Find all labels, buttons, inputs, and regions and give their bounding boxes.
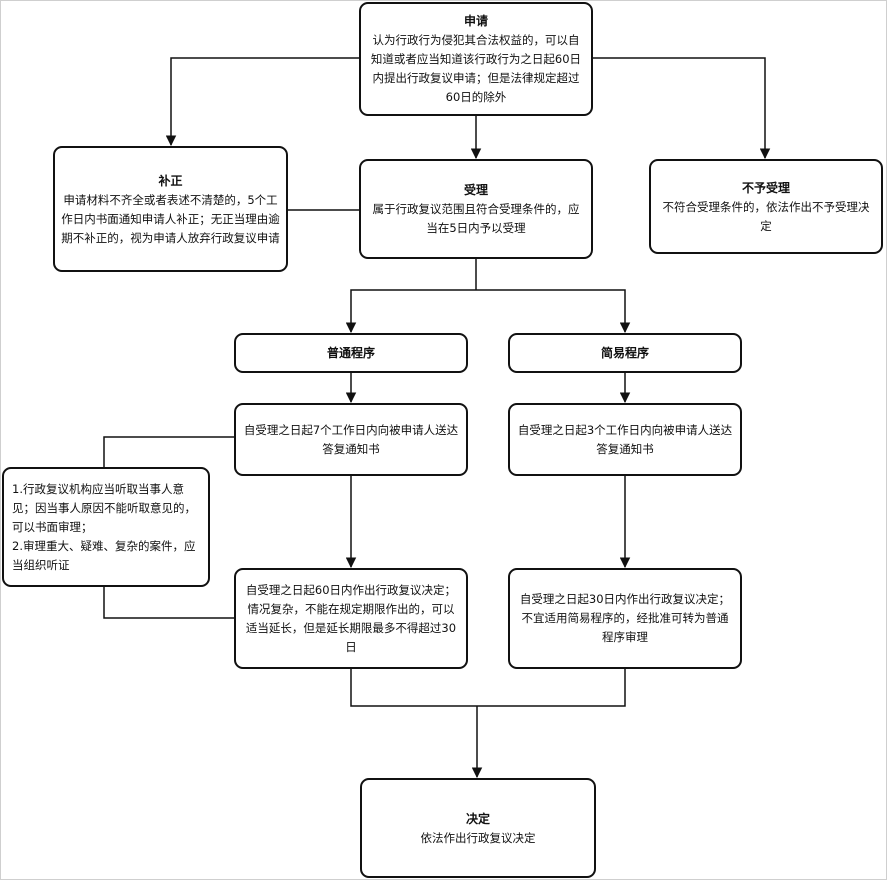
simple-decide-body: 自受理之日起30日内作出行政复议决定；不宜适用简易程序的，经批准可转为普通程序审… — [519, 592, 731, 644]
correct-body: 申请材料不齐全或者表述不清楚的，5个工作日内书面通知申请人补正；无正当理由逾期不… — [61, 192, 280, 245]
reject-node: 不予受理 不符合受理条件的，依法作出不予受理决定 — [649, 159, 883, 254]
arrow-apply-to-correct — [165, 57, 360, 147]
arrow-apply-to-reject — [592, 57, 771, 160]
accept-title: 受理 — [463, 183, 488, 197]
line-normal-decide-merge — [350, 668, 477, 707]
normal-notify-node: 自受理之日起7个工作日内向被申请人送达答复通知书 — [234, 403, 468, 476]
simple-notify-body: 自受理之日起3个工作日内向被申请人送达答复通知书 — [517, 422, 733, 456]
final-body: 依法作出行政复议决定 — [420, 830, 536, 845]
link-notify-hearing — [103, 436, 234, 467]
line-simple-decide-merge — [477, 668, 626, 707]
hearing-body: 1.行政复议机构应当听取当事人意见；因当事人原因不能听取意见的，可以书面审理； … — [12, 481, 196, 572]
hearing-node: 1.行政复议机构应当听取当事人意见；因当事人原因不能听取意见的，可以书面审理； … — [2, 467, 210, 587]
normal-procedure-node: 普通程序 — [234, 333, 468, 373]
final-decision-node: 决定 依法作出行政复议决定 — [360, 778, 596, 878]
correct-title: 补正 — [158, 173, 183, 188]
apply-body: 认为行政行为侵犯其合法权益的，可以自知道或者应当知道该行政行为之日起60日内提出… — [370, 33, 582, 104]
simple-decide-node: 自受理之日起30日内作出行政复议决定；不宜适用简易程序的，经批准可转为普通程序审… — [508, 568, 742, 669]
link-hearing-decide — [103, 586, 234, 619]
simple-procedure-node: 简易程序 — [508, 333, 742, 373]
normal-procedure-title: 普通程序 — [326, 346, 375, 360]
simple-procedure-title: 简易程序 — [600, 346, 649, 360]
normal-decide-body: 自受理之日起60日内作出行政复议决定；情况复杂，不能在规定期限作出的，可以适当延… — [245, 582, 457, 654]
simple-notify-node: 自受理之日起3个工作日内向被申请人送达答复通知书 — [508, 403, 742, 476]
arrow-to-normal — [345, 289, 476, 334]
reject-body: 不符合受理条件的，依法作出不予受理决定 — [662, 199, 870, 233]
normal-notify-body: 自受理之日起7个工作日内向被申请人送达答复通知书 — [243, 422, 459, 456]
reject-title: 不予受理 — [741, 180, 790, 195]
apply-node: 申请 认为行政行为侵犯其合法权益的，可以自知道或者应当知道该行政行为之日起60日… — [359, 2, 593, 116]
accept-node: 受理 属于行政复议范围且符合受理条件的，应当在5日内予以受理 — [359, 159, 593, 259]
arrow-to-simple — [476, 289, 631, 334]
correct-node: 补正 申请材料不齐全或者表述不清楚的，5个工作日内书面通知申请人补正；无正当理由… — [53, 146, 288, 272]
normal-decide-node: 自受理之日起60日内作出行政复议决定；情况复杂，不能在规定期限作出的，可以适当延… — [234, 568, 468, 669]
apply-title: 申请 — [463, 14, 488, 28]
accept-body: 属于行政复议范围且符合受理条件的，应当在5日内予以受理 — [372, 202, 580, 235]
final-title: 决定 — [465, 811, 490, 826]
